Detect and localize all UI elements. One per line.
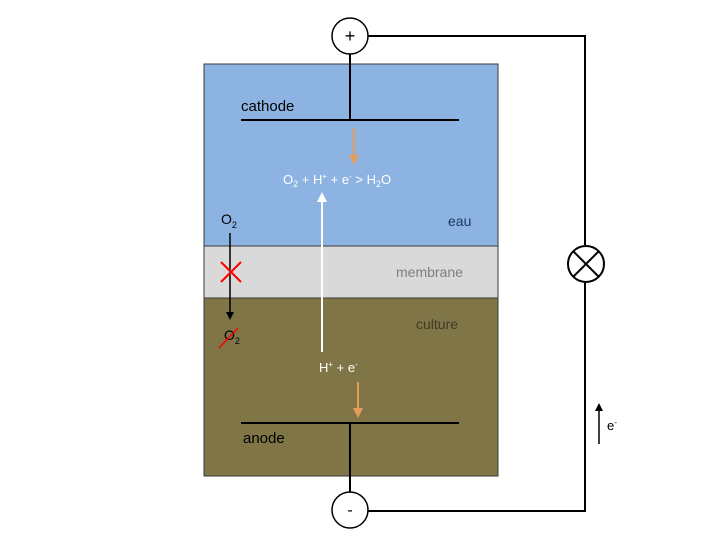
positive-terminal: +: [331, 17, 369, 55]
oxygen-strikethrough: [218, 327, 239, 349]
anode-label: anode: [243, 430, 285, 447]
anode-electrode: [241, 422, 459, 492]
culture-label: culture: [416, 316, 458, 332]
membrane-label: membrane: [396, 264, 463, 280]
lamp-cross-icon: [567, 245, 605, 283]
negative-terminal: -: [331, 491, 369, 529]
electron-flow-label: e-: [607, 418, 617, 433]
anode-reaction: H+ + e-: [319, 360, 358, 375]
membrane-compartment: [203, 245, 499, 299]
external-circuit-wire: [368, 35, 586, 512]
culture-compartment: [203, 297, 499, 477]
oxygen-bottom-label: O2: [224, 327, 240, 346]
water-label: eau: [448, 213, 471, 229]
cathode-electrode: [241, 54, 459, 121]
plus-terminal-label: +: [345, 26, 356, 46]
cathode-reaction: O2 + H+ + e- > H2O: [283, 172, 391, 189]
oxygen-top-label: O2: [221, 211, 237, 230]
blocked-cross-icon: [220, 261, 242, 283]
minus-terminal-label: -: [347, 502, 352, 519]
cathode-label: cathode: [241, 98, 294, 115]
